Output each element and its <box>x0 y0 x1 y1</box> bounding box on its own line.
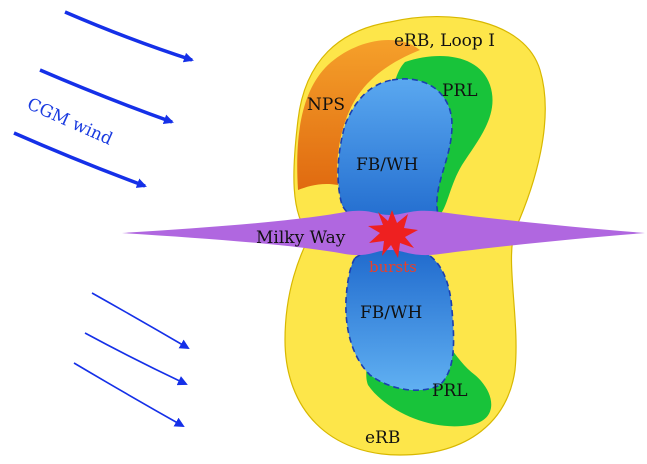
burst-icon <box>368 210 418 258</box>
milky-way-label: Milky Way <box>256 228 346 248</box>
prl-bottom-label: PRL <box>432 381 468 401</box>
fbwh-bottom-label: FB/WH <box>360 303 422 323</box>
erb-loop-label: eRB, Loop I <box>394 31 495 51</box>
cgm-wind-arrows-lower <box>73 292 190 427</box>
fbwh-top-label: FB/WH <box>356 155 418 175</box>
cgm-wind-arrows-upper <box>13 10 194 188</box>
wind-arrow <box>84 332 188 386</box>
bursts-label: bursts <box>369 258 417 276</box>
prl-top-label: PRL <box>442 81 478 101</box>
wind-arrow <box>39 68 174 125</box>
wind-arrow <box>13 131 147 188</box>
fbwh-bottom-region <box>345 244 455 391</box>
erb-bottom-label: eRB <box>365 428 400 448</box>
nps-region <box>297 39 420 191</box>
wind-arrow <box>91 292 190 350</box>
wind-arrow <box>64 10 194 63</box>
nps-label: NPS <box>307 95 345 115</box>
wind-arrow <box>73 362 185 427</box>
